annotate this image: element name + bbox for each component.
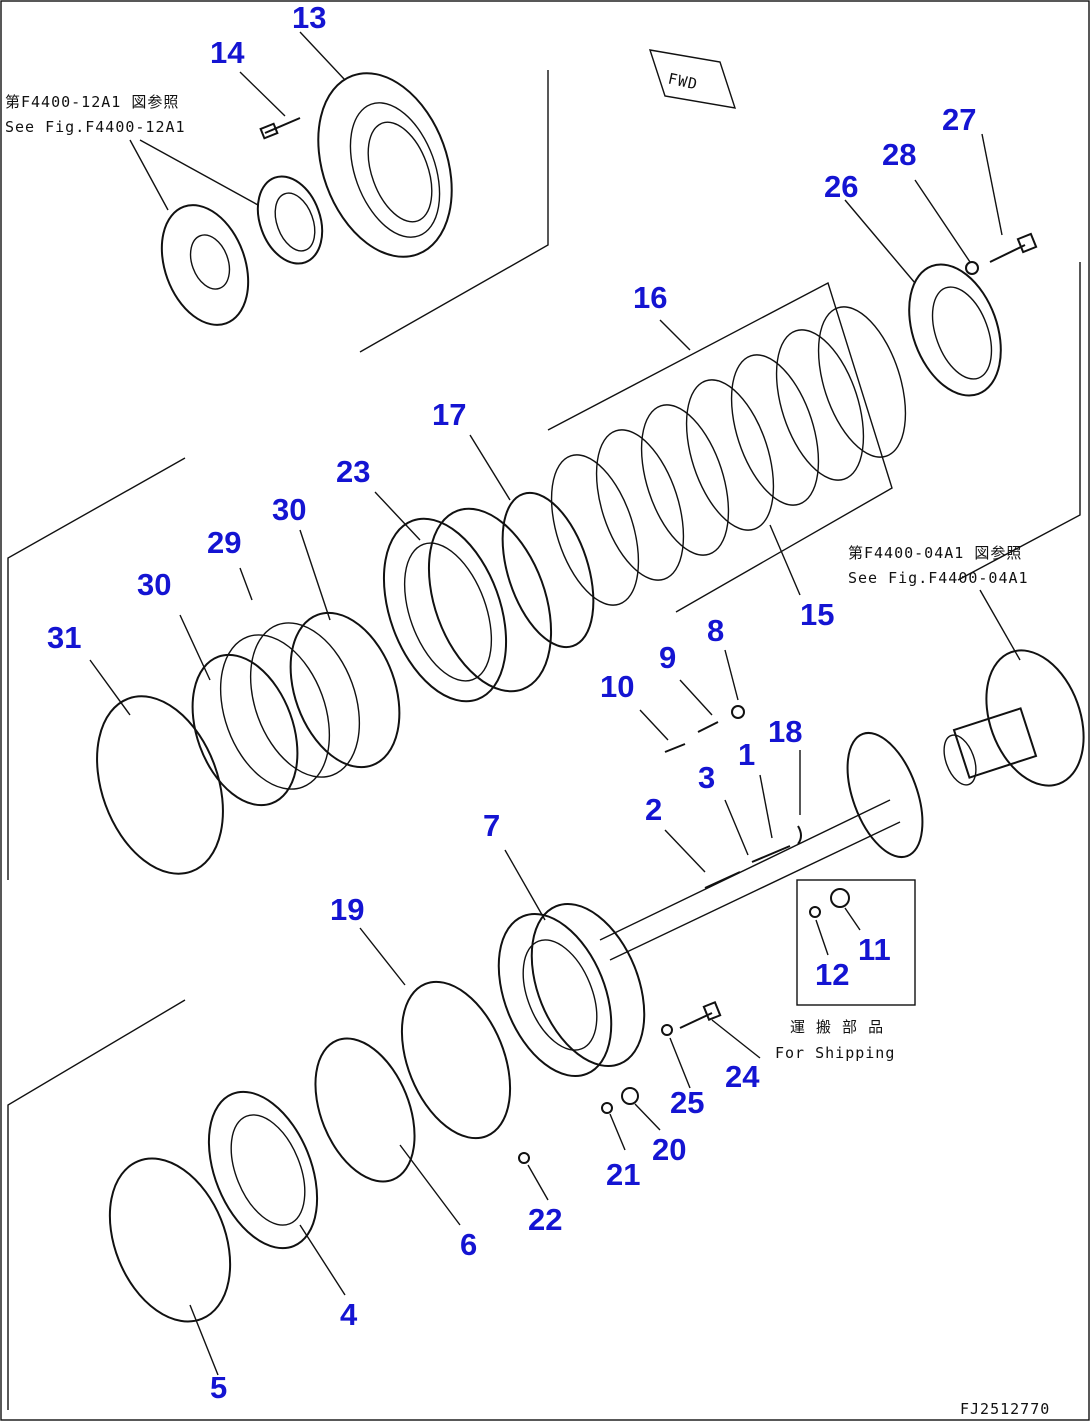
reference-notes: 第F4400-12A1 図参照 See Fig.F4400-12A1 第F440… [5, 93, 1050, 1418]
callout-8: 8 [707, 613, 724, 648]
callout-25: 25 [670, 1085, 704, 1120]
part-30-ring-lower [191, 653, 299, 807]
callout-4: 4 [340, 1297, 358, 1332]
part-22-pin [518, 1152, 530, 1164]
callout-30b: 30 [137, 567, 171, 602]
part-26-ring-gear [908, 263, 1002, 397]
part-29-ring-b [219, 634, 331, 790]
callout-19: 19 [330, 892, 364, 927]
callout-10: 10 [600, 669, 634, 704]
callout-18: 18 [768, 714, 802, 749]
callout-5: 5 [210, 1370, 227, 1405]
shipping-box [796, 879, 916, 1006]
part-23-carrier [382, 507, 553, 703]
callout-24: 24 [725, 1059, 760, 1094]
part-17-plate [501, 491, 595, 649]
small-parts-1-2-3 [704, 825, 802, 889]
callout-14: 14 [210, 35, 245, 70]
callout-31: 31 [47, 620, 81, 655]
shaft-guide-lines [599, 799, 901, 961]
callout-17: 17 [432, 397, 466, 432]
callout-20: 20 [652, 1132, 686, 1167]
callout-26: 26 [824, 169, 858, 204]
ref-right-jp: 第F4400-04A1 図参照 [848, 544, 1022, 562]
clutch-pack-15-16 [550, 306, 907, 606]
ref-right-en: See Fig.F4400-04A1 [848, 569, 1029, 587]
part-19-oring [400, 980, 512, 1140]
callout-3: 3 [698, 760, 715, 795]
part-21-oring [601, 1102, 613, 1114]
part-25-washer [661, 1024, 673, 1036]
part-31-ring [96, 695, 224, 875]
callout-16: 16 [633, 280, 667, 315]
callout-13: 13 [292, 0, 326, 35]
callout-22: 22 [528, 1202, 562, 1237]
part-27-bolt [989, 232, 1038, 263]
drawing-number: FJ2512770 [960, 1400, 1050, 1418]
part-12-oring [809, 906, 821, 918]
ref-top-jp: 第F4400-12A1 図参照 [5, 93, 179, 111]
leader-lines [89, 31, 1003, 1376]
referenced-output-flange [943, 649, 1085, 787]
part-28-washer [965, 261, 979, 275]
fwd-label: FWD [666, 70, 699, 94]
part-24-bolt [679, 1000, 722, 1029]
callout-29: 29 [207, 525, 241, 560]
part-29-ring-a [249, 622, 361, 778]
referenced-cover [160, 204, 250, 326]
callout-11: 11 [858, 932, 891, 967]
callout-23: 23 [336, 454, 370, 489]
callout-12: 12 [815, 957, 849, 992]
callout-labels: 13 14 27 28 26 16 17 23 30 29 30 31 15 8… [47, 0, 976, 1405]
callout-2: 2 [645, 792, 662, 827]
reference-leader-right [979, 589, 1021, 661]
callout-27: 27 [942, 102, 976, 137]
small-parts-8-9-10 [664, 705, 745, 753]
fwd-arrow-icon: FWD [648, 49, 737, 109]
part-20-plug [621, 1087, 639, 1105]
part-4-piston [207, 1090, 319, 1250]
callout-15: 15 [800, 597, 834, 632]
callout-9: 9 [659, 640, 676, 675]
shipping-en: For Shipping [775, 1044, 895, 1062]
shipping-jp: 運 搬 部 品 [790, 1018, 884, 1036]
callout-21: 21 [606, 1157, 640, 1192]
part-5-ring [108, 1157, 232, 1323]
referenced-bearing [256, 175, 324, 265]
callout-1: 1 [738, 737, 755, 772]
part-14-bolt [259, 117, 301, 140]
part-6-ring [314, 1037, 416, 1183]
callout-30a: 30 [272, 492, 306, 527]
callout-28: 28 [882, 137, 916, 172]
part-13-housing [317, 72, 453, 258]
part-11-plug [830, 888, 850, 908]
part-30-ring-upper [289, 611, 401, 769]
callout-6: 6 [460, 1227, 477, 1262]
reference-leaders-top [129, 139, 259, 211]
callout-7: 7 [483, 808, 500, 843]
ref-top-en: See Fig.F4400-12A1 [5, 118, 186, 136]
part-7-housing [497, 902, 646, 1078]
group-frames [7, 70, 1081, 1410]
part-18-oring-large [846, 731, 924, 859]
